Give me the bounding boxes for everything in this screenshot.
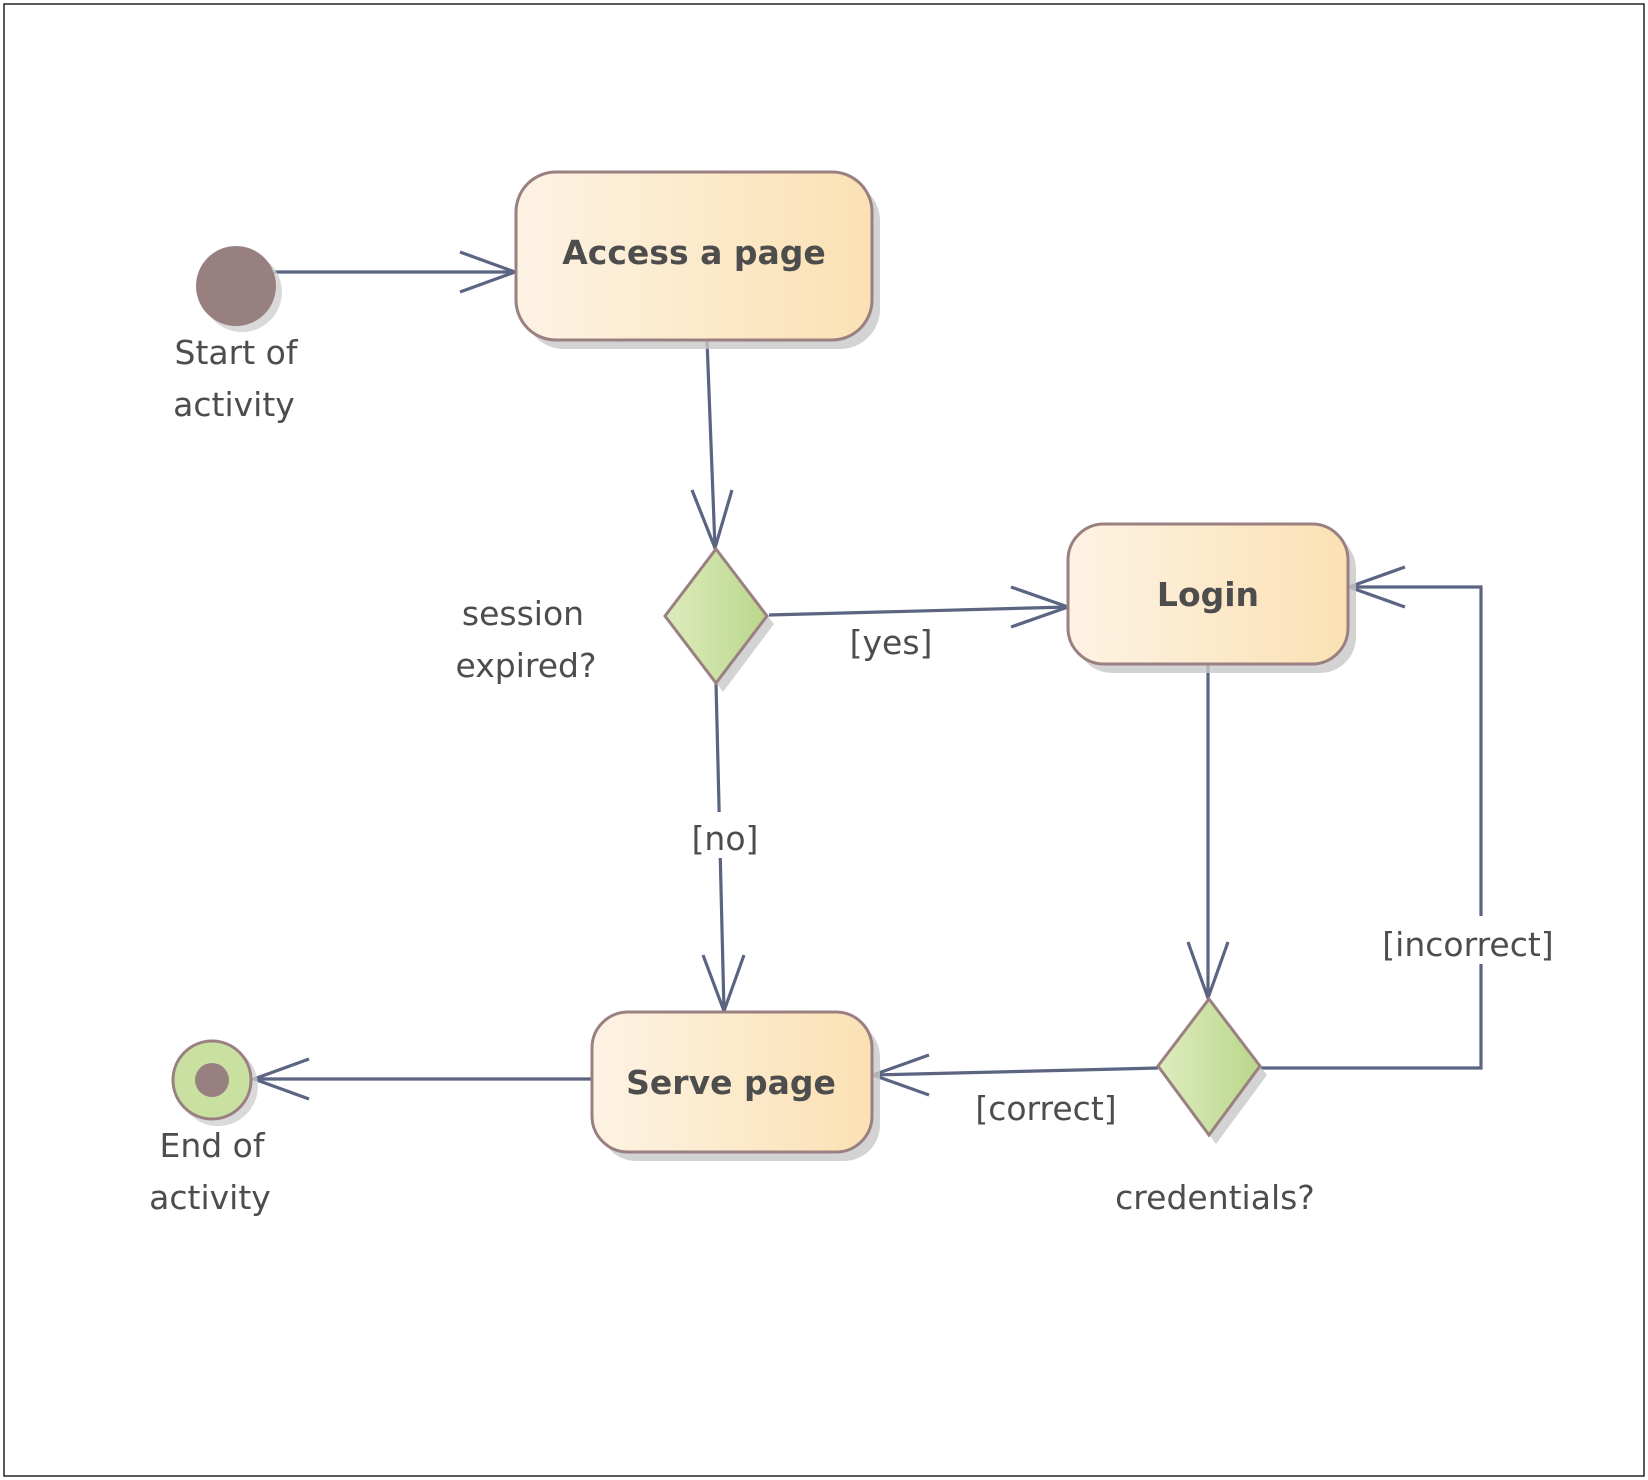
action-login[interactable]: Login: [1066, 522, 1356, 673]
guard-yes: [yes]: [850, 623, 933, 662]
guard-correct: [correct]: [975, 1089, 1116, 1128]
credentials-caption: credentials?: [1115, 1178, 1315, 1217]
final-caption-line2: activity: [149, 1178, 271, 1217]
guard-incorrect-backdrop: [1382, 916, 1550, 964]
initial-caption-line2: activity: [173, 385, 295, 424]
session-caption-line1: session: [462, 594, 584, 633]
final-node[interactable]: [171, 1039, 258, 1126]
session-caption-line2: expired?: [456, 646, 597, 685]
guard-no: [no]: [692, 819, 759, 858]
guard-incorrect: [incorrect]: [1382, 925, 1553, 964]
action-login-label: Login: [1157, 575, 1259, 614]
initial-caption-line1: Start of: [175, 333, 299, 372]
final-caption-line1: End of: [159, 1126, 265, 1165]
action-access-page[interactable]: Access a page: [514, 170, 880, 349]
initial-node[interactable]: [196, 246, 282, 332]
action-access-page-label: Access a page: [562, 233, 825, 272]
decision-session-expired[interactable]: [663, 546, 774, 692]
action-serve-page-label: Serve page: [626, 1063, 836, 1102]
guard-no-backdrop: [688, 812, 764, 858]
decision-credentials[interactable]: [1156, 996, 1267, 1144]
action-serve-page[interactable]: Serve page: [590, 1010, 880, 1161]
